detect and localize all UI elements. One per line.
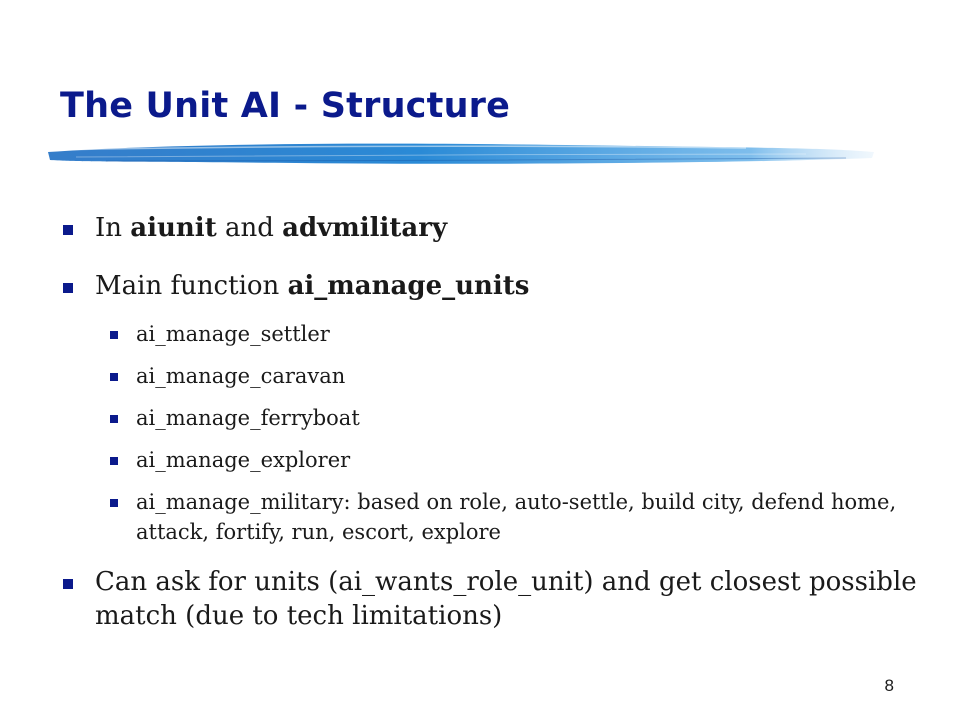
sub-bullet-item: ai_manage_settler bbox=[60, 319, 920, 349]
square-bullet-icon bbox=[63, 579, 73, 589]
slide-title: The Unit AI - Structure bbox=[60, 86, 511, 126]
square-bullet-icon bbox=[63, 283, 73, 293]
sub-bullet-item: ai_manage_military: based on role, auto-… bbox=[60, 487, 920, 547]
slide-number: 8 bbox=[884, 676, 894, 695]
function-name: ai_manage_units bbox=[287, 271, 530, 301]
square-bullet-icon bbox=[110, 331, 118, 339]
sub-bullet-item: ai_manage_caravan bbox=[60, 361, 920, 391]
square-bullet-icon bbox=[110, 499, 118, 507]
sub-bullet-item: ai_manage_explorer bbox=[60, 445, 920, 475]
module-name: advmilitary bbox=[282, 213, 448, 243]
square-bullet-icon bbox=[110, 457, 118, 465]
square-bullet-icon bbox=[110, 373, 118, 381]
bullet-item: Main function ai_manage_units bbox=[60, 269, 920, 303]
sub-bullet-text: ai_manage_caravan bbox=[136, 364, 346, 388]
module-name: aiunit bbox=[130, 213, 217, 243]
sub-bullet-text: ai_manage_settler bbox=[136, 322, 330, 346]
bullet-list: In aiunit and advmilitary Main function … bbox=[60, 205, 920, 633]
sub-bullet-item: ai_manage_ferryboat bbox=[60, 403, 920, 433]
bullet-text: Main function bbox=[95, 271, 288, 301]
sub-bullet-text: ai_manage_military: based on role, auto-… bbox=[136, 490, 897, 544]
title-brush-underline bbox=[48, 143, 874, 164]
bullet-text: Can ask for units (ai_wants_role_unit) a… bbox=[95, 567, 917, 631]
bullet-item: Can ask for units (ai_wants_role_unit) a… bbox=[60, 565, 920, 633]
square-bullet-icon bbox=[63, 225, 73, 235]
square-bullet-icon bbox=[110, 415, 118, 423]
bullet-text: In bbox=[95, 213, 131, 243]
bullet-text: and bbox=[216, 213, 283, 243]
sub-bullet-text: ai_manage_explorer bbox=[136, 448, 351, 472]
bullet-item: In aiunit and advmilitary bbox=[60, 211, 920, 245]
sub-bullet-text: ai_manage_ferryboat bbox=[136, 406, 360, 430]
